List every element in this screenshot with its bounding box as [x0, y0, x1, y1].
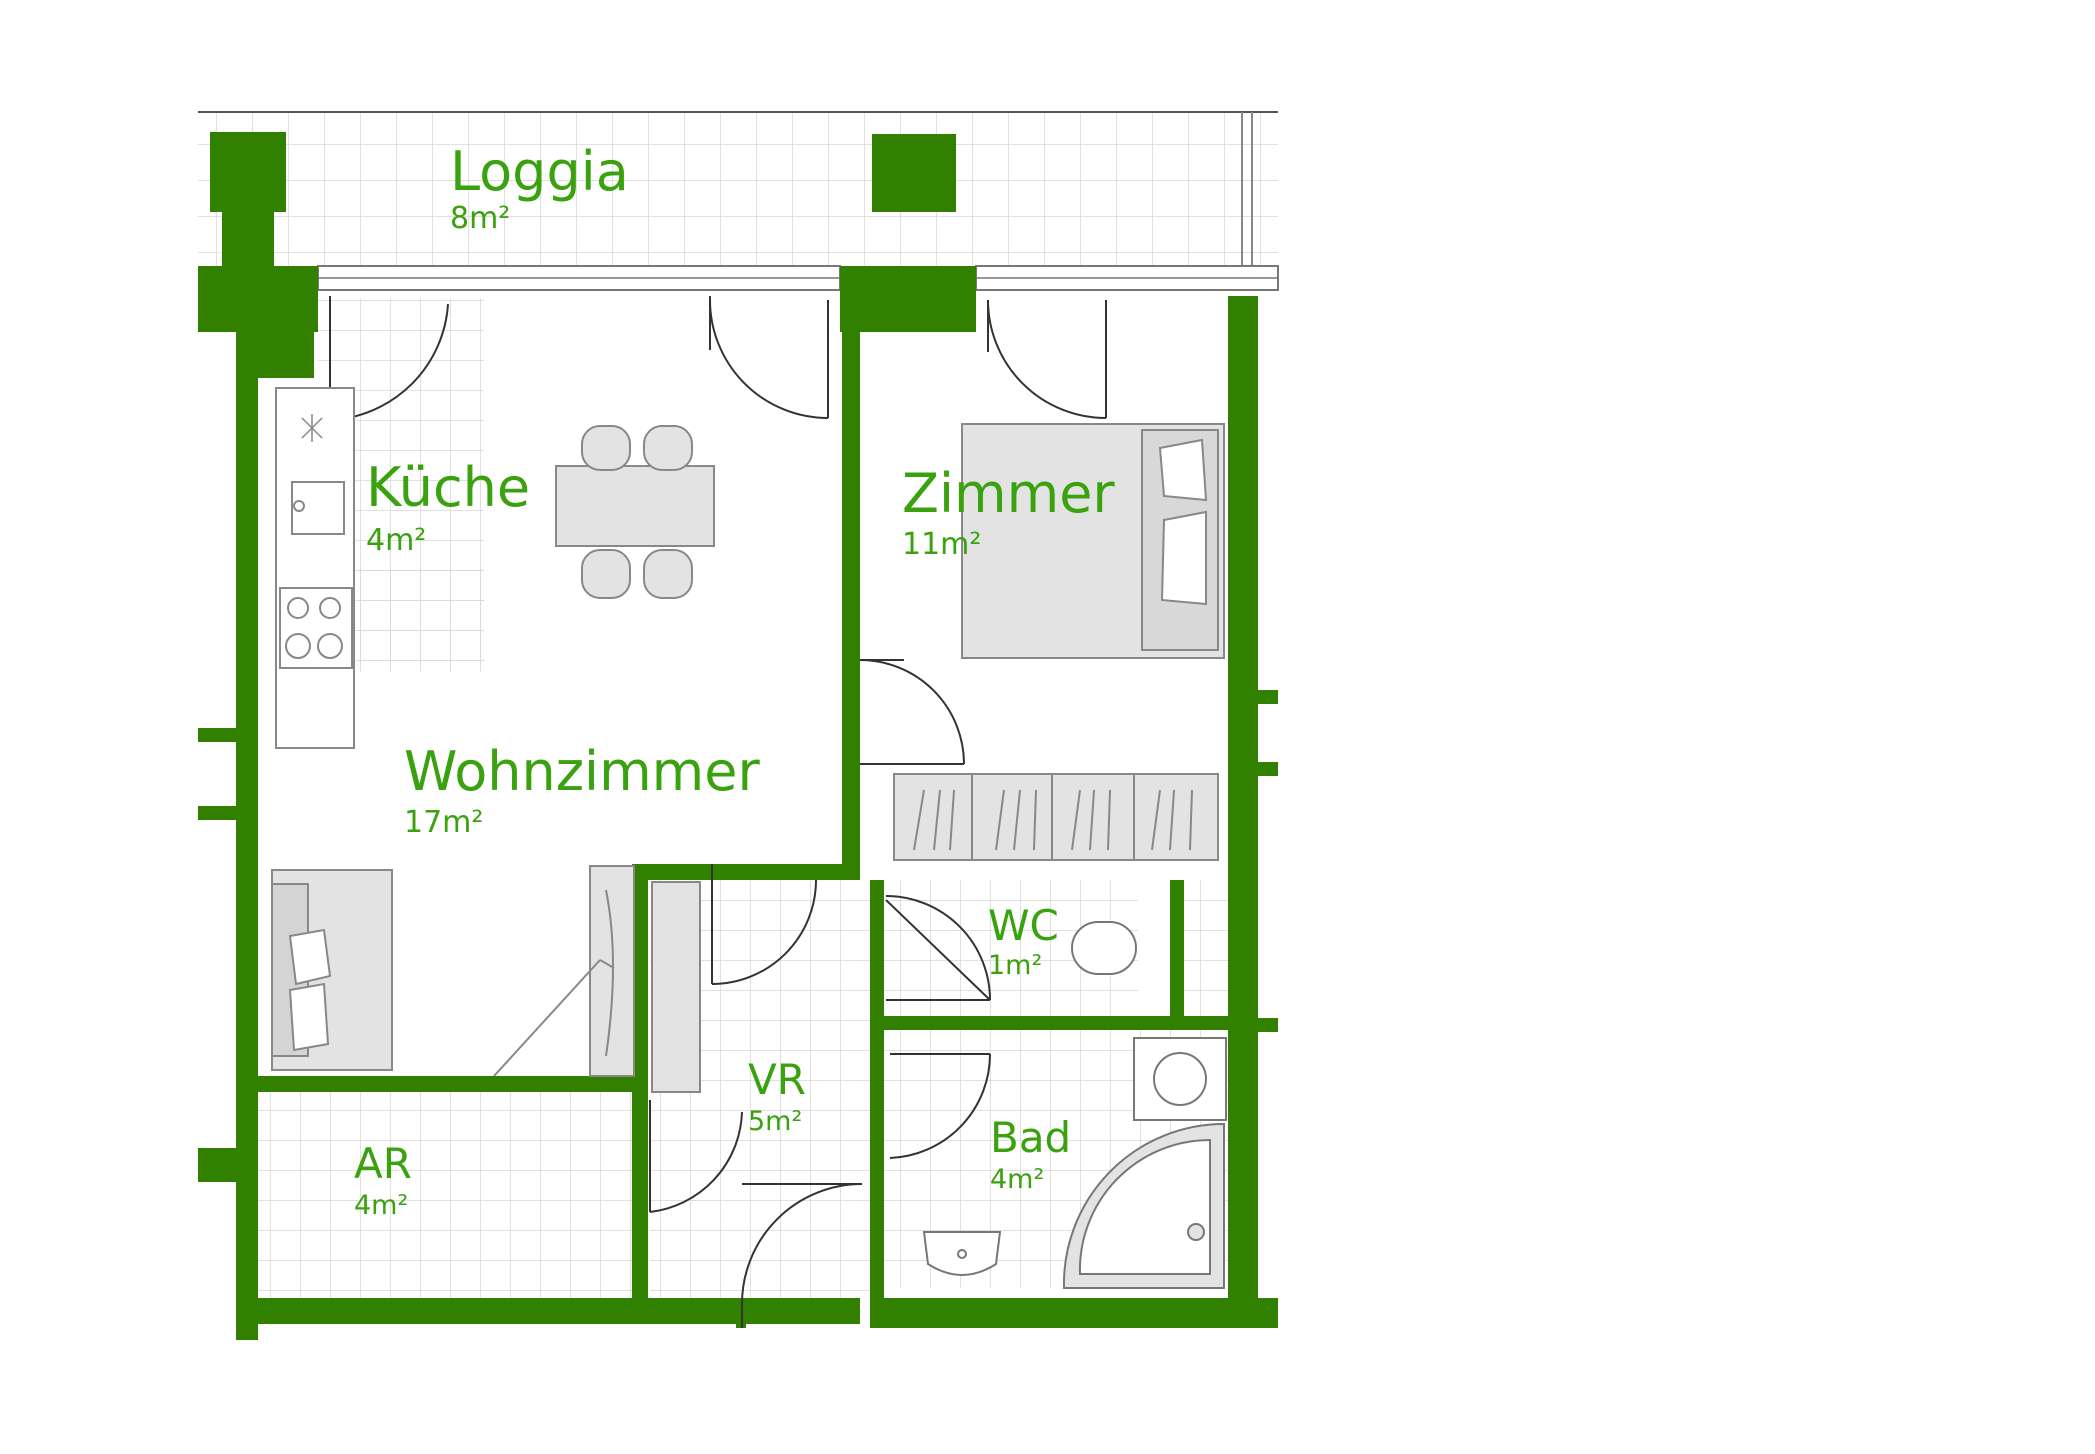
- zimmer-area: 11m²: [902, 527, 981, 562]
- loggia-label: Loggia: [450, 140, 629, 203]
- room-labels: Loggia 8m² Küche 4m² Zimmer 11m² Wohnzim…: [354, 140, 1115, 1221]
- wc-label: WC: [988, 901, 1059, 950]
- extractor-icon: [301, 414, 323, 442]
- wash-basin: [922, 1231, 1002, 1276]
- wc-area: 1m²: [988, 950, 1042, 981]
- window-strip: [317, 265, 1279, 291]
- sofa: [271, 869, 393, 1071]
- loggia-floor: [198, 111, 1278, 266]
- doors: [329, 296, 1107, 1328]
- walls: [198, 132, 1278, 1340]
- kitchen-counter: [275, 387, 355, 749]
- ar-label: AR: [354, 1139, 412, 1188]
- vr-area: 5m²: [748, 1106, 802, 1137]
- zimmer-label: Zimmer: [902, 462, 1115, 525]
- ar-area: 4m²: [354, 1190, 408, 1221]
- toilet: [1071, 921, 1137, 975]
- wohnzimmer-label: Wohnzimmer: [404, 740, 760, 803]
- double-bed: [961, 423, 1225, 659]
- vr-label: VR: [748, 1055, 806, 1104]
- bad-area: 4m²: [990, 1164, 1044, 1195]
- kueche-area: 4m²: [366, 523, 426, 558]
- wardrobe: [493, 865, 635, 1077]
- bad-label: Bad: [990, 1113, 1071, 1162]
- wohnzimmer-area: 17m²: [404, 805, 483, 840]
- loggia-area: 8m²: [450, 201, 510, 236]
- washing-machine: [1133, 1037, 1227, 1121]
- kueche-label: Küche: [366, 456, 530, 519]
- hall-cabinet: [651, 881, 701, 1093]
- dining-table: [555, 425, 715, 599]
- bookshelf: [893, 773, 1219, 861]
- shower-corner: [1062, 1122, 1225, 1289]
